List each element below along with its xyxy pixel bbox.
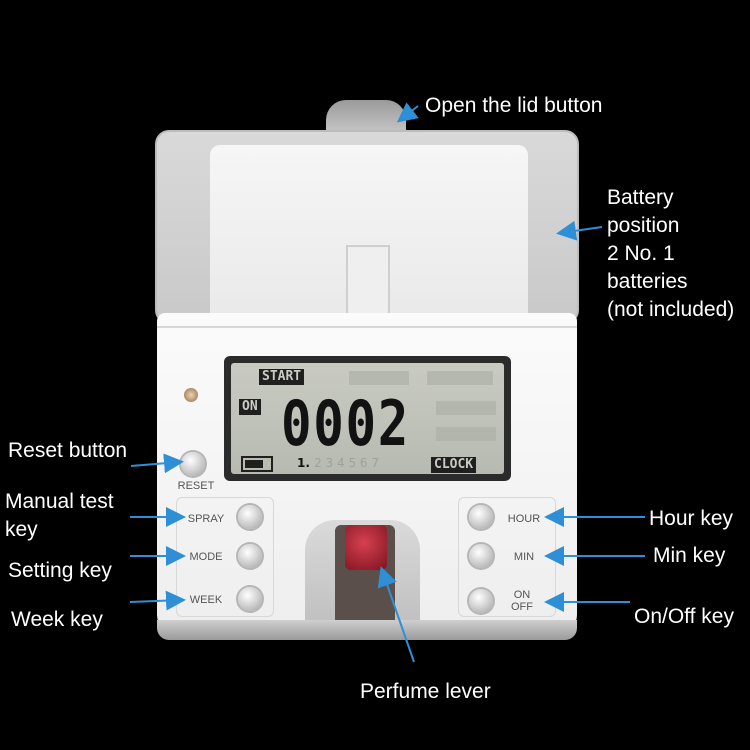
min-button[interactable] — [469, 544, 493, 568]
mode-label: MODE — [189, 551, 223, 563]
lcd-ghost-segment — [436, 401, 496, 415]
callout-perfume-lever: Perfume lever — [360, 680, 491, 703]
callout-manual-test-line: Manual test — [5, 490, 114, 513]
dispenser-base — [157, 620, 577, 640]
lcd-on-indicator: ON — [239, 399, 261, 415]
lcd-week-days: 1. 2 3 4 5 6 7 — [297, 456, 379, 470]
callout-battery-line: batteries — [607, 270, 688, 293]
lcd-counter-digits: 0002 — [281, 387, 410, 460]
callout-open-lid: Open the lid button — [425, 94, 603, 117]
callout-manual-test: Manual test key — [5, 488, 114, 544]
callout-hour: Hour key — [649, 507, 734, 530]
perfume-lever[interactable] — [345, 525, 387, 570]
onoff-label-on: ON — [513, 589, 531, 601]
arrow-battery — [556, 220, 603, 241]
week-button[interactable] — [238, 587, 262, 611]
lcd-week-rest: 2 3 4 5 6 7 — [314, 456, 379, 470]
hour-label: HOUR — [507, 513, 541, 525]
lcd-start-indicator: START — [259, 369, 305, 385]
lcd-clock-indicator: CLOCK — [431, 457, 477, 473]
spray-label: SPRAY — [187, 513, 225, 525]
lcd-ghost-segment — [427, 371, 493, 385]
callout-reset: Reset button — [8, 439, 128, 462]
arrow-week — [129, 590, 186, 611]
body-seam — [157, 326, 577, 328]
onoff-button[interactable] — [469, 589, 493, 613]
callout-battery-line: Battery — [607, 186, 674, 209]
reset-button[interactable] — [181, 452, 205, 476]
callout-week: Week key — [11, 608, 103, 631]
status-led — [184, 388, 198, 402]
arrow-reset — [130, 453, 184, 474]
lcd-ghost-segment — [349, 371, 409, 385]
onoff-label: ON OFF — [502, 589, 542, 613]
callout-battery-line: 2 No. 1 — [607, 242, 675, 265]
onoff-label-off: OFF — [511, 601, 533, 613]
mode-button[interactable] — [238, 544, 262, 568]
callout-min: Min key — [653, 544, 726, 567]
hour-button[interactable] — [469, 505, 493, 529]
lcd-battery-icon — [241, 456, 273, 472]
callout-battery-line: position — [607, 214, 680, 237]
callout-battery-line: (not included) — [607, 298, 735, 321]
lcd-week-current: 1. — [297, 456, 310, 470]
callout-manual-test-line: key — [5, 518, 38, 541]
lcd-display: START ON 0002 1. 2 3 4 5 6 7 CLOCK — [231, 363, 504, 474]
callout-onoff: On/Off key — [634, 605, 734, 628]
spray-button[interactable] — [238, 505, 262, 529]
week-label: WEEK — [189, 594, 223, 606]
callout-setting: Setting key — [8, 559, 112, 582]
arrow-open-lid — [396, 102, 419, 123]
min-label: MIN — [513, 551, 535, 563]
arrow-perfume — [377, 566, 415, 663]
lcd-ghost-segment — [436, 427, 496, 441]
reset-label: RESET — [177, 480, 215, 492]
callout-battery: Battery position 2 No. 1 batteries (not … — [607, 184, 734, 324]
